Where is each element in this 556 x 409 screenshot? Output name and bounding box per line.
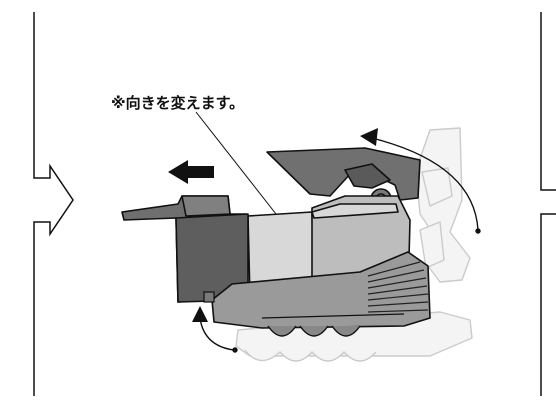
- arrow-left-icon: [168, 160, 214, 184]
- connector-tab: [203, 291, 215, 303]
- leader-line: [195, 111, 277, 215]
- right-panel-frame: [540, 12, 556, 396]
- crawler-tread: [211, 251, 431, 337]
- rotate-arrow-icon-lower: [192, 306, 238, 353]
- direction-change-note: ※向きを変えます。: [111, 94, 245, 112]
- ghost-parts: [235, 127, 473, 362]
- rotate-arrow-icon: [360, 128, 481, 234]
- front-dark-box: [121, 195, 249, 303]
- left-panel-frame: [33, 12, 74, 396]
